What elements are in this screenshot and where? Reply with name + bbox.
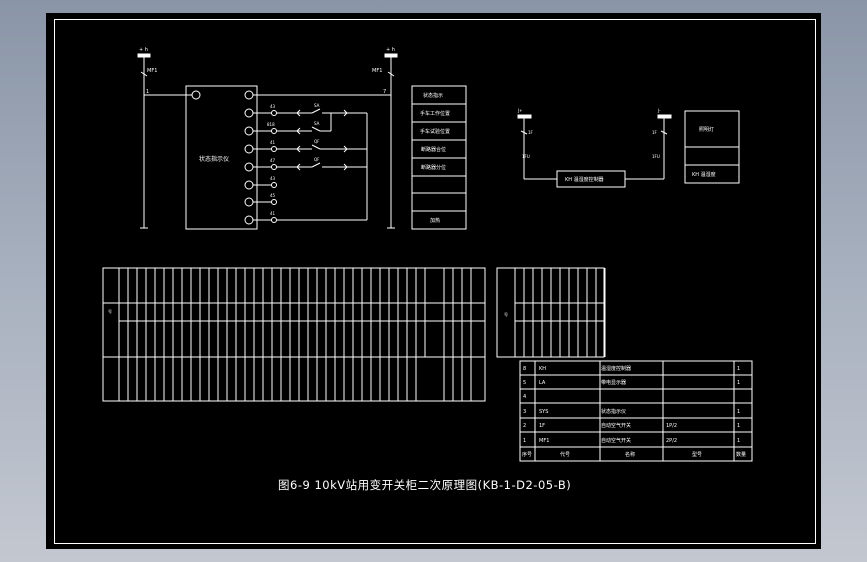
svg-text:手车工作位置: 手车工作位置: [420, 110, 450, 117]
terminal-row-3: 41 QF: [244, 139, 367, 154]
svg-text:SYS: SYS: [539, 409, 548, 415]
svg-text:自动空气开关: 自动空气开关: [601, 422, 631, 429]
svg-text:1P/2: 1P/2: [666, 423, 677, 429]
terminal-row-7: 41: [244, 211, 367, 225]
svg-text:号: 号: [108, 308, 112, 314]
svg-text:序号: 序号: [522, 451, 532, 458]
svg-text:7: 7: [383, 89, 386, 95]
svg-text:KH: KH: [539, 366, 546, 372]
svg-text:1F: 1F: [652, 130, 658, 135]
right-schematic: J+ J- 1F 1F 1FU 1FU KH 温湿度控制器 照明灯 KH 温湿度: [517, 108, 740, 188]
svg-text:带电显示器: 带电显示器: [601, 379, 626, 386]
svg-text:断路器分位: 断路器分位: [421, 164, 446, 171]
svg-text:MF1: MF1: [372, 68, 382, 74]
svg-text:8: 8: [523, 366, 526, 372]
svg-text:4: 4: [523, 394, 526, 400]
svg-text:1F: 1F: [528, 130, 534, 135]
svg-text:号: 号: [504, 311, 508, 317]
terminal-row-6: 45: [244, 193, 277, 207]
terminal-table-right: 号: [496, 267, 606, 358]
bom-table: [519, 360, 753, 462]
svg-text:数量: 数量: [736, 451, 746, 458]
svg-text:温湿度控制器: 温湿度控制器: [601, 365, 631, 372]
svg-text:LA: LA: [539, 380, 546, 386]
svg-text:1FU: 1FU: [522, 154, 530, 159]
svg-text:1: 1: [146, 89, 149, 95]
svg-text:+ h: + h: [386, 47, 395, 53]
svg-text:QF: QF: [314, 139, 320, 144]
terminal-row-5: 43: [244, 176, 277, 190]
svg-text:名称: 名称: [625, 451, 635, 458]
svg-text:1: 1: [737, 438, 740, 444]
svg-text:1: 1: [737, 423, 740, 429]
svg-text:自动空气开关: 自动空气开关: [601, 437, 631, 444]
terminal-table: 号: [102, 267, 486, 402]
svg-text:QF: QF: [314, 157, 320, 162]
svg-text:SA: SA: [314, 103, 320, 108]
terminal-row-1: 43 SA: [244, 103, 367, 118]
svg-text:41: 41: [270, 140, 276, 145]
svg-text:43: 43: [270, 104, 276, 109]
terminal-row-4: 47 QF: [244, 157, 367, 172]
legend-column: 状态指示 手车工作位置 手车试验位置 断路器合位 断路器分位 加热: [411, 85, 467, 230]
svg-text:状态指示仪: 状态指示仪: [199, 155, 229, 163]
svg-text:1: 1: [523, 438, 526, 444]
svg-text:45: 45: [270, 193, 276, 198]
svg-text:1: 1: [737, 380, 740, 386]
svg-text:2: 2: [523, 423, 526, 429]
svg-text:47: 47: [270, 158, 276, 163]
left-schematic: + h + h MF1 MF1 1 7 状态指示仪 43 SA: [137, 47, 398, 230]
svg-text:J-: J-: [657, 108, 661, 113]
svg-text:41: 41: [270, 211, 276, 216]
svg-text:照明灯: 照明灯: [699, 126, 714, 133]
svg-text:状态指示: 状态指示: [423, 92, 443, 99]
svg-text:状态指示仪: 状态指示仪: [601, 408, 626, 415]
svg-text:1F: 1F: [539, 423, 545, 429]
svg-text:型号: 型号: [692, 451, 702, 458]
svg-text:+ h: + h: [139, 47, 148, 53]
svg-text:2P/2: 2P/2: [666, 438, 677, 444]
svg-text:5: 5: [523, 380, 526, 386]
svg-text:加热: 加热: [430, 217, 440, 224]
svg-text:KH 温湿度控制器: KH 温湿度控制器: [565, 176, 604, 183]
svg-text:1: 1: [737, 366, 740, 372]
svg-text:1FU: 1FU: [652, 154, 660, 159]
svg-text:J+: J+: [517, 108, 523, 113]
svg-text:代号: 代号: [560, 451, 570, 458]
svg-text:KH 温湿度: KH 温湿度: [692, 171, 716, 178]
drawing-frame: [54, 19, 816, 544]
svg-text:MF1: MF1: [147, 68, 157, 74]
svg-text:MF1: MF1: [539, 438, 549, 444]
drawing-title: 图6-9 10kV站用变开关柜二次原理图(KB-1-D2-05-B): [278, 478, 572, 492]
svg-text:断路器合位: 断路器合位: [421, 146, 446, 153]
svg-text:43: 43: [270, 176, 276, 181]
terminal-row-2: 818 SA: [244, 113, 332, 136]
svg-text:1: 1: [737, 409, 740, 415]
svg-text:SA: SA: [314, 121, 320, 126]
cad-viewport[interactable]: [46, 13, 821, 549]
svg-text:手车试验位置: 手车试验位置: [420, 128, 450, 135]
svg-text:818: 818: [267, 122, 275, 127]
svg-text:3: 3: [523, 409, 526, 415]
